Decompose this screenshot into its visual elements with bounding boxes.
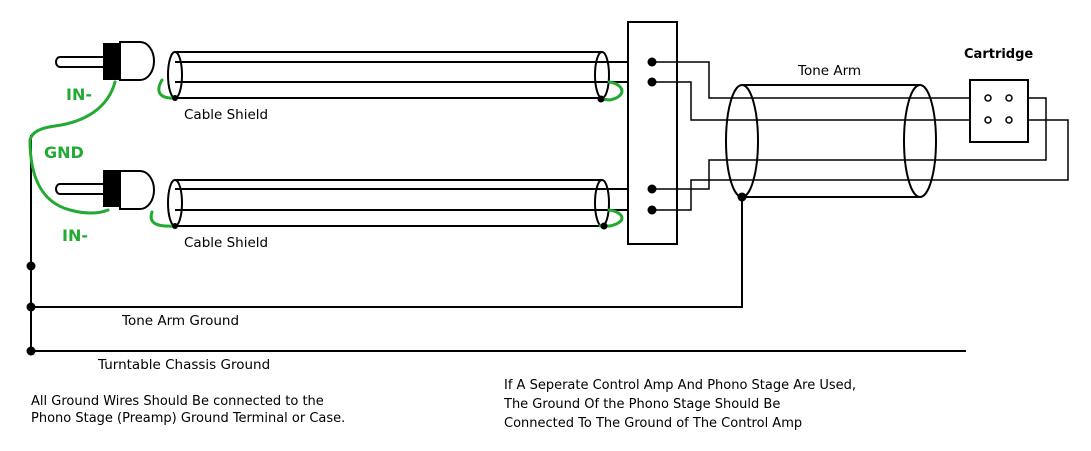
cartridge-box [969,79,1029,143]
in-minus-bottom-label: IN- [62,226,88,245]
note-left: All Ground Wires Should Be connected to … [31,394,345,426]
cable-shield-bottom-label: Cable Shield [184,235,268,251]
cartridge-label: Cartridge [964,47,1033,62]
turntable-chassis-ground-label: Turntable Chassis Ground [97,357,270,373]
tone-arm-cable [725,84,937,198]
note-right-line-3: Connected To The Ground of The Control A… [504,416,802,431]
tone-arm-ground-label: Tone Arm Ground [121,313,239,329]
in-minus-top-label: IN- [66,85,92,104]
rca-plug-top [55,41,155,81]
rca-plug-bottom [55,170,155,210]
note-right-line-1: If A Seperate Control Amp And Phono Stag… [504,378,856,393]
note-left-line-1: All Ground Wires Should Be connected to … [31,394,324,409]
note-left-line-2: Phono Stage (Preamp) Ground Terminal or … [31,411,345,426]
terminal-to-tonearm-wires [652,61,742,211]
shielded-cable-bottom [167,179,652,227]
note-right: If A Seperate Control Amp And Phono Stag… [503,378,856,431]
ground-junctions [26,192,747,356]
cable-shield-top-label: Cable Shield [184,107,268,123]
shielded-cable-top [167,51,652,99]
note-right-line-2: The Ground Of the Phono Stage Should Be [503,397,780,412]
terminal-block [627,21,678,245]
shield-junctions [172,95,608,230]
gnd-label: GND [44,143,84,162]
green-ground-wires [28,78,624,228]
ground-wiring [30,135,966,352]
tone-arm-label: Tone Arm [797,63,861,79]
